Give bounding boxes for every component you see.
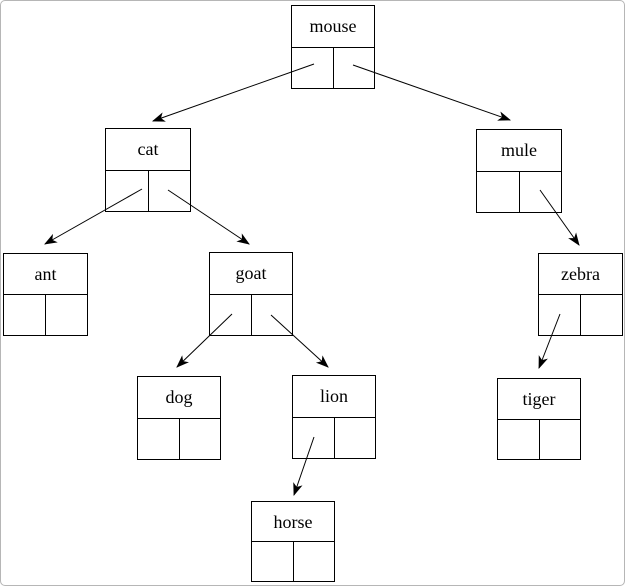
tree-node-mouse: mouse [291,5,375,89]
left-pointer-cell [292,47,334,88]
right-pointer-cell [335,418,376,459]
pointer-cells [477,171,562,213]
node-label: dog [138,377,220,419]
right-pointer-cell [520,172,562,213]
node-label: horse [252,502,334,542]
node-label: lion [293,376,375,418]
right-pointer-cell [46,295,87,335]
tree-node-tiger: tiger [497,378,581,460]
pointer-cells [539,295,622,335]
tree-node-cat: cat [105,128,191,212]
node-label: goat [210,253,292,295]
tree-node-goat: goat [209,252,293,336]
right-pointer-cell [540,420,581,460]
pointer-cells [252,542,334,581]
node-label: tiger [498,379,580,420]
tree-node-horse: horse [251,501,335,582]
left-pointer-cell [539,295,581,335]
left-pointer-cell [252,542,294,581]
tree-node-mule: mule [476,129,562,213]
right-pointer-cell [334,48,375,89]
tree-node-zebra: zebra [538,253,623,336]
tree-node-lion: lion [292,375,376,459]
tree-node-dog: dog [137,376,221,460]
pointer-cells [210,294,293,336]
left-pointer-cell [106,170,149,211]
node-label: cat [106,129,190,171]
left-pointer-cell [210,294,252,335]
left-pointer-cell [138,418,180,459]
left-pointer-cell [477,171,520,212]
right-pointer-cell [252,295,293,336]
node-label: mouse [292,6,374,48]
edge-mouse-right-to-mule [352,64,512,121]
pointer-cells [293,417,376,459]
right-pointer-cell [149,171,191,212]
pointer-cells [106,170,191,212]
pointer-cells [498,419,581,460]
left-pointer-cell [293,417,335,458]
edge-mouse-left-to-cat [151,63,315,122]
right-pointer-cell [294,542,335,581]
pointer-cells [292,47,375,89]
right-pointer-cell [581,295,622,335]
node-label: zebra [539,254,622,295]
tree-node-ant: ant [3,253,88,336]
right-pointer-cell [180,419,221,460]
pointer-cells [138,418,221,460]
node-label: mule [477,130,561,172]
node-label: ant [4,254,87,295]
left-pointer-cell [498,419,540,459]
left-pointer-cell [4,295,46,335]
pointer-cells [4,295,87,335]
